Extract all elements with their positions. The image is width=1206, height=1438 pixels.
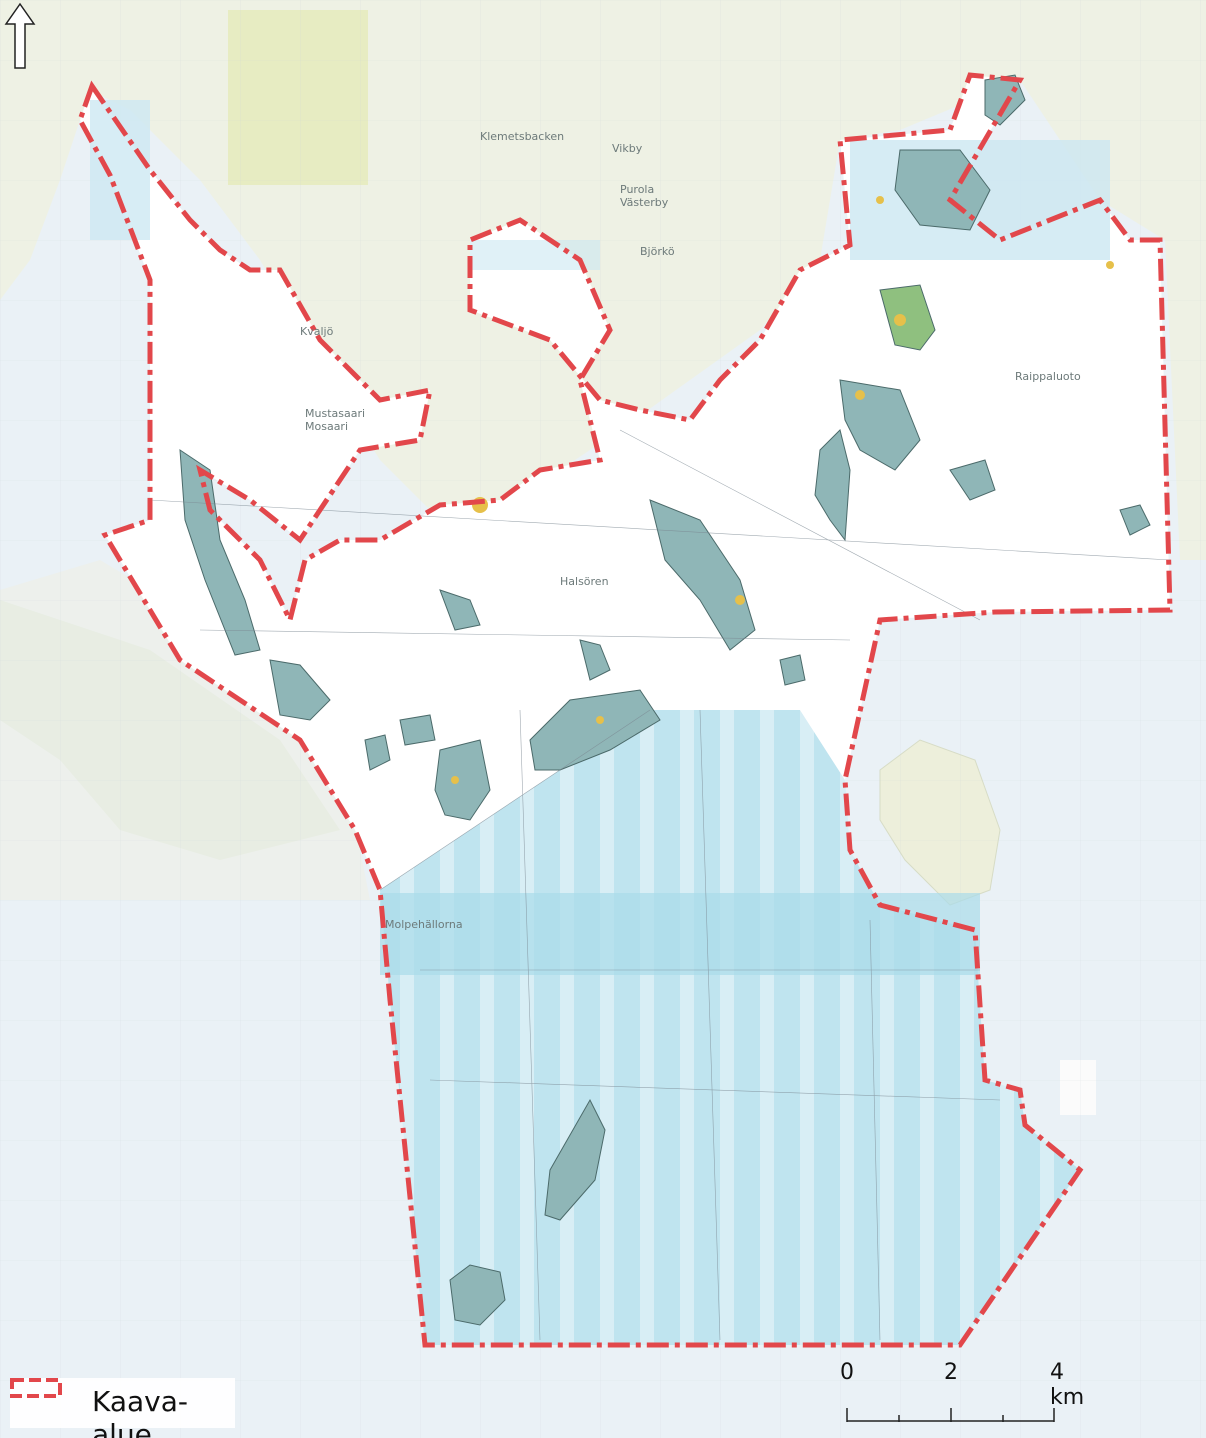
- place-label: Raippaluoto: [1015, 370, 1081, 383]
- place-label: Molpehällorna: [385, 918, 463, 931]
- north-bay: [90, 100, 150, 240]
- islands: [179, 74, 1151, 1326]
- map-legend: Kaava-alue: [10, 1378, 235, 1438]
- place-label: Vikby: [612, 142, 643, 155]
- planning-area-white: [80, 75, 1170, 890]
- place-label: Purola: [620, 183, 655, 196]
- scale-tick-label: 0: [840, 1360, 854, 1385]
- place-label: Halsören: [560, 575, 609, 588]
- scale-tick-label: 2: [944, 1360, 958, 1385]
- place-label: Mosaari: [305, 420, 349, 433]
- scale-tick-label: 4 km: [1050, 1360, 1085, 1410]
- scale-bar-line: [846, 1408, 1055, 1422]
- place-label: Björkö: [640, 245, 675, 258]
- scale-bar: 0 2 4 km: [832, 1360, 1084, 1430]
- legend-label: Kaava-alue: [92, 1385, 189, 1438]
- place-label: Klemetsbacken: [480, 130, 565, 143]
- place-label: Kvaljö: [300, 325, 334, 338]
- planning-boundary: [77, 72, 1173, 1348]
- north-arrow-icon: [4, 2, 36, 69]
- dashed-rectangle-icon: [10, 1378, 62, 1398]
- place-label: Mustasaari: [305, 407, 366, 420]
- place-label: Västerby: [620, 196, 669, 209]
- inner-bay: [470, 240, 600, 270]
